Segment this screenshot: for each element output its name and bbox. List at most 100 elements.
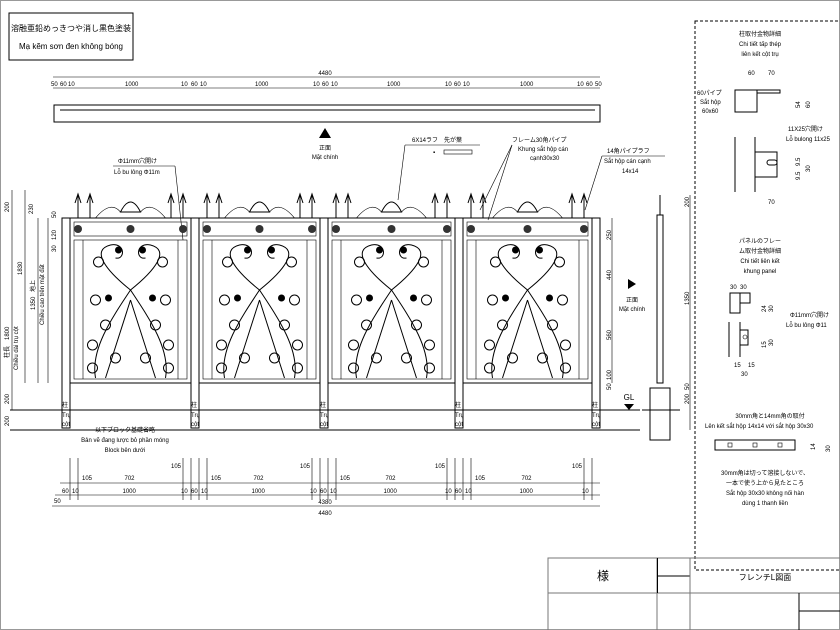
plan-dim: 60	[322, 82, 329, 88]
svg-text:▪: ▪	[433, 150, 435, 156]
scroll-curl	[487, 294, 498, 306]
scroll-curl	[150, 319, 161, 331]
d1-dim: 60	[748, 71, 755, 77]
d2-hole-jp: Φ11mm穴開け	[790, 311, 829, 319]
spear-finial	[215, 192, 223, 218]
center-rosette	[126, 225, 135, 233]
d1-dim: 9.5	[796, 157, 802, 166]
d1-dim: 30	[806, 165, 812, 172]
scroll-curl	[222, 256, 233, 268]
d2-dim: 30	[741, 372, 748, 378]
d2-dim: 24	[762, 305, 768, 312]
d2-dim: 15	[762, 341, 768, 348]
dim-50: 50	[54, 499, 61, 505]
side-dim: 200	[685, 393, 691, 404]
spacing-dim: 60	[320, 489, 327, 495]
frame-callout-vi2: cạnh30x30	[530, 156, 560, 162]
detail3-title-jp: 30mm角と14mm角の取付	[735, 412, 804, 420]
post-label: cột	[62, 422, 70, 428]
heart-scroll	[497, 244, 558, 291]
plan-dim: 50	[595, 82, 602, 88]
side-dim: 1350	[685, 291, 691, 305]
dim-100: 100	[607, 369, 613, 380]
spacing-dim: 1000	[384, 489, 398, 495]
detail3-note-jp2: 一本で使う上から見たところ	[726, 479, 804, 487]
panel-dim: 105	[572, 464, 583, 470]
scroll-curl	[93, 256, 104, 268]
spacing-dim: 60	[455, 489, 462, 495]
spacing-dim: 1000	[123, 489, 137, 495]
d3-dim: 30	[826, 445, 832, 452]
post	[591, 217, 601, 429]
panel-dim: 105	[211, 476, 222, 482]
title-block: 様 フレンチL図面	[547, 557, 840, 630]
leaf-rosette	[536, 246, 543, 254]
detail2-title-vi: Chi tiết liên kết	[740, 259, 780, 265]
heart-scroll	[229, 244, 290, 291]
spacing-dim: 60	[62, 489, 69, 495]
plan-dim: 50	[51, 82, 58, 88]
plan-dim: 10	[313, 82, 320, 88]
post-length-vi: Chiều dài trụ cột	[14, 326, 20, 370]
scroll-curl	[348, 362, 359, 374]
scroll-curl	[490, 256, 501, 268]
bar-callout-vi: Sắt hộp cán cạnh	[604, 158, 651, 165]
scroll-curl	[371, 352, 382, 364]
front-label-vi: Mặt chính	[619, 307, 645, 313]
detail2-title-jp: パネルのフレー	[739, 238, 781, 245]
panel-dim: 105	[435, 464, 446, 470]
scroll-curl	[239, 352, 250, 364]
post-label: 柱	[592, 401, 598, 409]
d2-dim: 30	[769, 339, 775, 346]
panel-dim: 105	[171, 464, 182, 470]
leaf-rosette	[149, 294, 156, 302]
leaf-rosette	[139, 246, 146, 254]
side-dim: 50	[685, 383, 691, 390]
scroll-curl	[87, 362, 98, 374]
corner-rosette	[443, 225, 451, 233]
spear-finial	[167, 192, 175, 218]
left-dimensions: 200 230 1830 1350 地上 Chiều cao trên mặt …	[3, 190, 58, 426]
d2-dim: 15	[734, 363, 741, 369]
spear-finial	[344, 192, 352, 218]
dim-30: 30	[52, 245, 58, 252]
spacing-dim: 1000	[252, 489, 266, 495]
plan-view: 4480 50 60 10 1000 10 60 10 1000 10 60 1…	[51, 71, 602, 123]
scroll-curl	[157, 256, 168, 268]
spear-finial	[332, 192, 340, 218]
leaf-rosette	[410, 294, 417, 302]
note-vi: Mạ kẽm sơn đen không bóng	[19, 42, 123, 51]
scroll-curl	[160, 294, 171, 306]
post-label: cột	[592, 422, 600, 428]
panel-dim: 702	[254, 476, 265, 482]
fan-ornament	[516, 201, 539, 213]
detail3-note-jp: 30mm角は切って溶接しないで、	[721, 469, 809, 477]
plan-dim: 10	[463, 82, 470, 88]
scroll-curl	[424, 339, 435, 351]
spear-callout: 6X14ラフ 先が葉	[412, 136, 462, 144]
detail3-note-vi: Sắt hộp 30x30 không nối hàn	[726, 490, 804, 497]
drawing-title: フレンチL図面	[739, 573, 791, 582]
spear-finial	[568, 192, 576, 218]
fan-ornament	[248, 201, 271, 213]
spacing-dim: 10	[201, 489, 208, 495]
plan-dim: 10	[200, 82, 207, 88]
scroll-curl	[424, 362, 435, 374]
d2-dim: 30	[730, 285, 737, 291]
detail3-title-vi: Lên kết sắt hộp 14x14 với sắt hộp 30x30	[705, 423, 814, 430]
gate-panel	[327, 192, 456, 384]
center-rosette	[387, 225, 396, 233]
plan-dim: 1000	[125, 82, 139, 88]
dim-4380: 4380	[318, 500, 332, 506]
d1-dim: 70	[768, 71, 775, 77]
fan-ornament	[380, 201, 403, 213]
post-length-jp: 柱長	[3, 346, 11, 358]
spacing-dim: 60	[191, 489, 198, 495]
foundation-vi: Bản vẽ đang lược bỏ phần móng	[81, 437, 169, 444]
ground-label-vi: Chiều cao trên mặt đất	[40, 264, 46, 325]
dim-440: 440	[607, 269, 613, 280]
scroll-curl	[484, 339, 495, 351]
dim-1830: 1830	[18, 261, 24, 275]
post	[61, 217, 71, 429]
scroll-curl	[497, 319, 508, 331]
